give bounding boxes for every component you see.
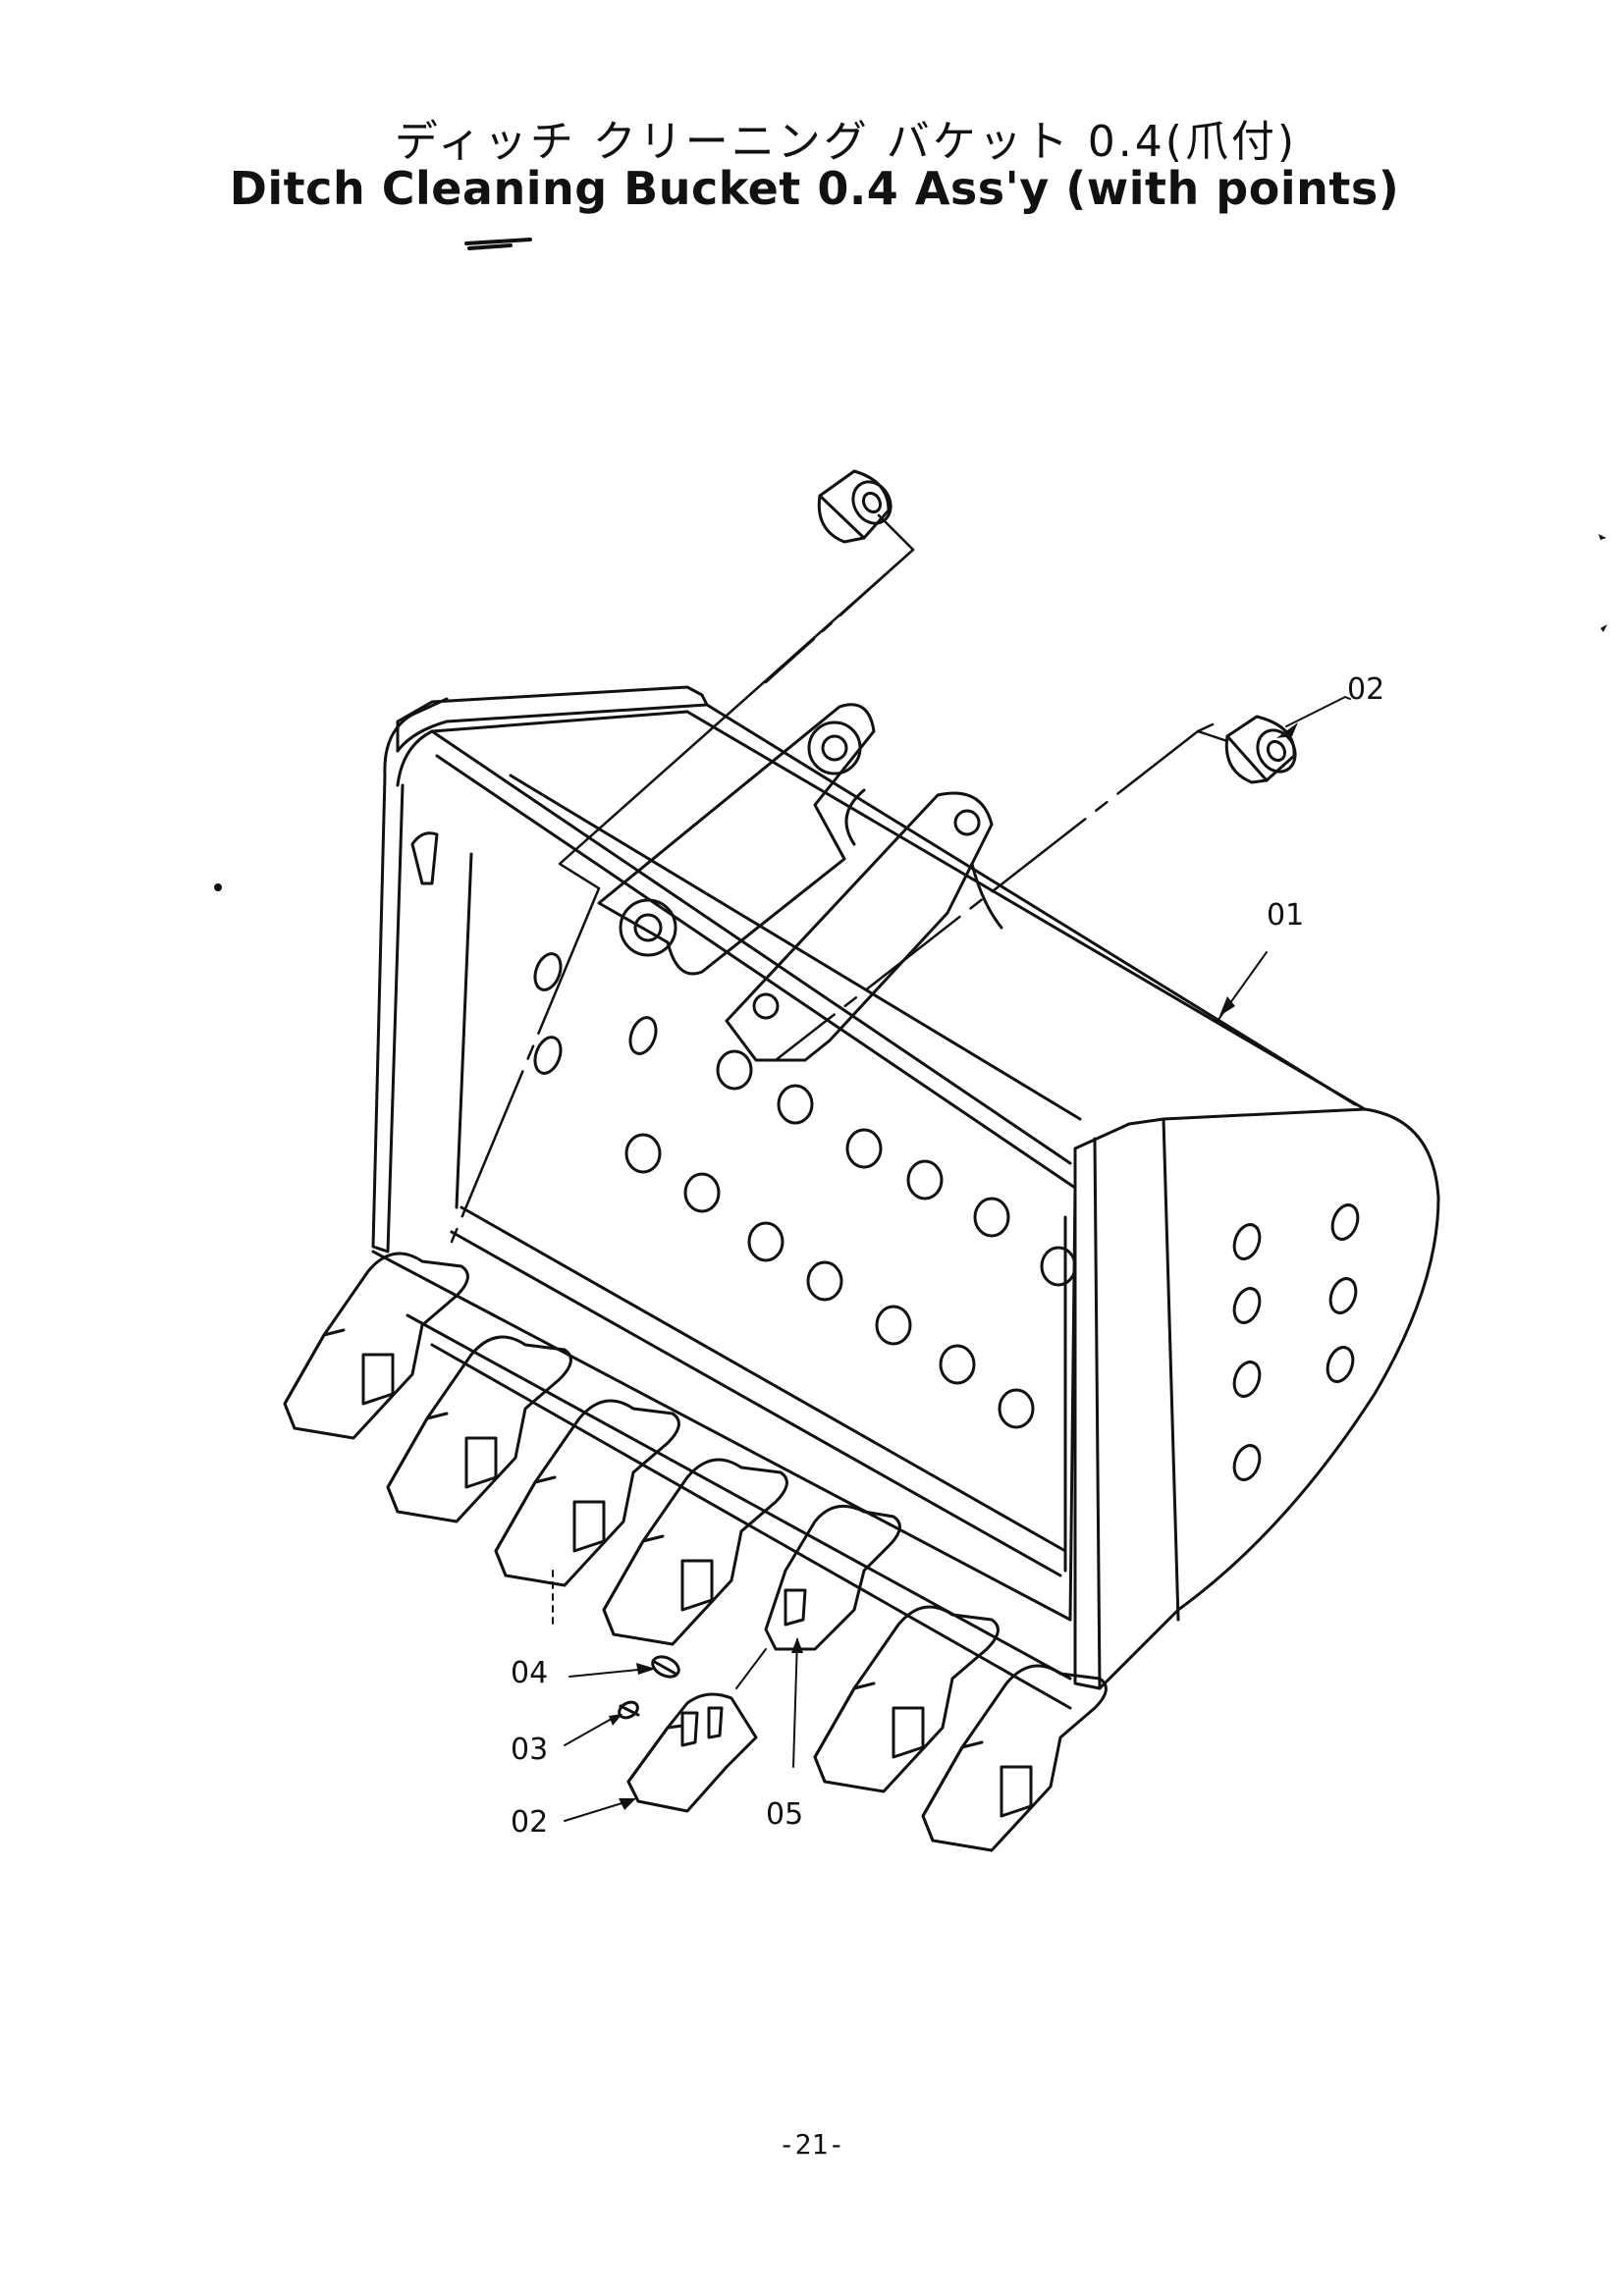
page-number: -21- (778, 2128, 845, 2161)
bucket-body (371, 685, 1440, 1690)
pin-and-lock (618, 1655, 680, 1720)
bushing-right (1224, 715, 1297, 784)
arrowhead-bucket (1219, 996, 1235, 1016)
title-japanese: ディッチ クリーニング バケット 0.4(爪付) (394, 117, 1298, 167)
callout-bushing: 02 (1347, 672, 1384, 707)
arrowhead-pin (609, 1714, 622, 1726)
exploded-tooth-point (626, 1692, 758, 1813)
bushing-axis-lines (450, 513, 1229, 1244)
bushing-top (817, 469, 893, 544)
scan-mark (464, 238, 532, 250)
arrowhead-adapter (791, 1637, 803, 1653)
callout-pin: 03 (511, 1733, 548, 1767)
callout-point: 02 (511, 1805, 548, 1840)
callout-leaders (552, 1570, 798, 1822)
scan-tick-1 (1598, 534, 1606, 540)
callout-lock: 04 (511, 1656, 548, 1690)
title-english: Ditch Cleaning Bucket 0.4 Ass'y (with po… (229, 162, 1400, 215)
exploded-line (735, 1648, 767, 1689)
arrowhead-lock (636, 1663, 656, 1675)
callout-bucket: 01 (1267, 898, 1304, 933)
callout-adapter: 05 (766, 1797, 803, 1832)
scan-tick-2 (1600, 624, 1607, 632)
teeth-row (283, 1252, 1108, 1852)
arrowhead-bushing (1276, 722, 1298, 738)
arrowhead-point (619, 1798, 636, 1810)
scan-dot (214, 883, 222, 891)
leader-bushing (1285, 696, 1351, 727)
